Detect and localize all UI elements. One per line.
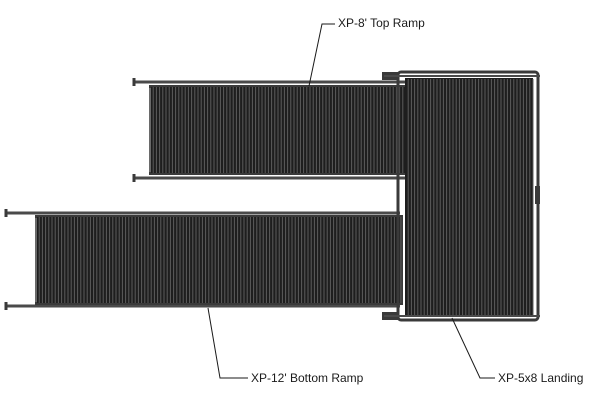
landing-leader-line [451, 317, 495, 379]
top-ramp-leader-line [308, 23, 335, 87]
landing [382, 70, 540, 322]
landing-slats [407, 79, 534, 315]
top-ramp [132, 78, 411, 182]
bottom-ramp-leader-line [207, 307, 248, 379]
bottom-ramp [4, 209, 403, 310]
top-ramp-slats [152, 87, 410, 173]
bottom-ramp-slats [38, 217, 402, 303]
landing-side-bracket [535, 186, 540, 204]
top-ramp-deck [149, 85, 411, 175]
landing-label: XP-5x8 Landing [498, 371, 584, 385]
bottom-ramp-label: XP-12' Bottom Ramp [251, 371, 364, 385]
top-ramp-label: XP-8' Top Ramp [338, 16, 425, 30]
